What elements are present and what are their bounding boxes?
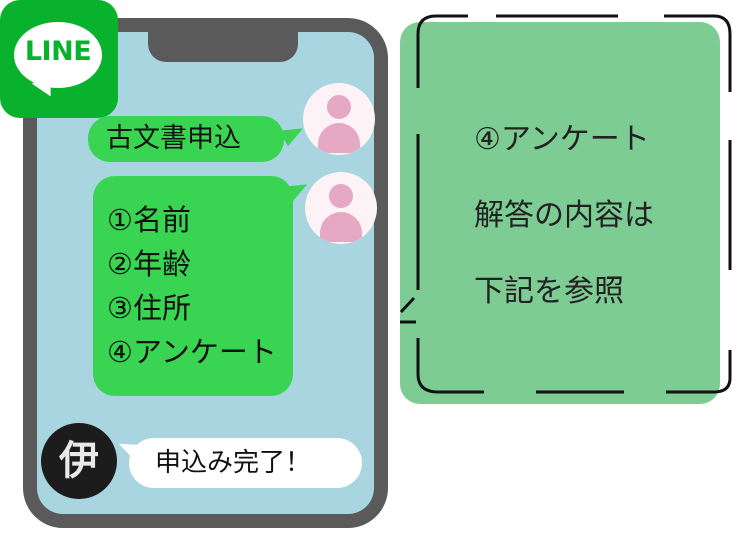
person-icon-body [320,212,362,242]
callout-line: ④アンケート [474,122,650,157]
message-line: ②年齢 [107,247,191,281]
callout-line: 解答の内容は [474,198,654,233]
shop-avatar: 伊 [41,423,117,499]
chat-message-incoming: 申込み完了！ [129,438,362,488]
user-avatar [303,83,375,155]
person-icon-body [318,123,360,153]
message-line: ④アンケート [107,335,277,369]
callout-line: 下記を参照 [474,274,624,309]
message-line: ③住所 [107,291,191,325]
chat-message-outgoing: 古文書申込 [88,116,284,162]
user-avatar [305,172,377,244]
message-line: ①名前 [107,203,191,237]
line-logo-text: LINE [24,36,92,67]
message-text: 古文書申込 [106,123,241,154]
callout-text: ④アンケート 解答の内容は 下記を参照 [474,118,654,346]
phone-notch [148,32,298,62]
shop-avatar-char: 伊 [59,437,99,484]
chat-message-outgoing: ①名前 ②年齢 ③住所 ④アンケート [93,176,293,396]
callout-note [400,22,720,404]
line-logo: LINE [0,0,118,118]
line-logo-bubble [14,22,102,88]
person-icon-head [329,184,353,208]
message-text: 申込み完了！ [155,448,312,478]
person-icon-head [327,95,351,119]
